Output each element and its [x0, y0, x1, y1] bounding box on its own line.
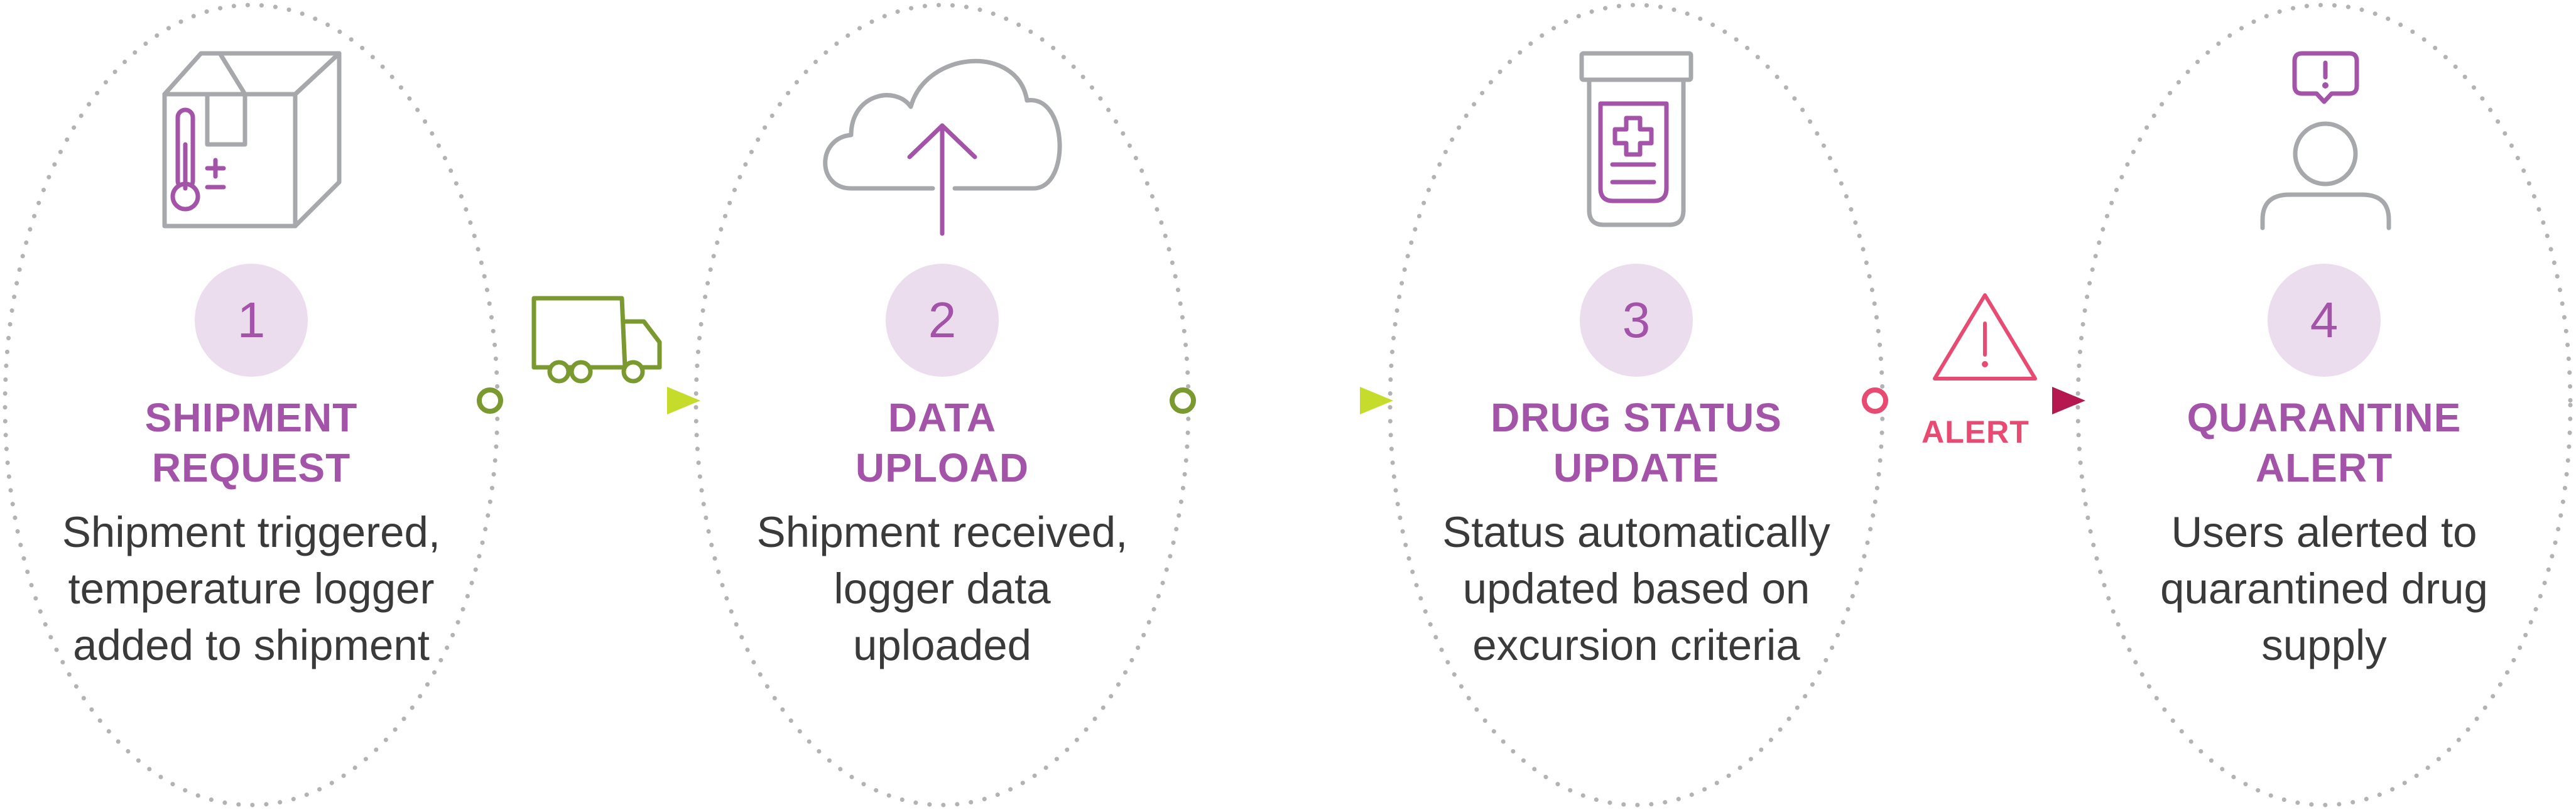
step-quarantine-alert: 4 QUARANTINE ALERT Users alerted to quar… — [2073, 0, 2575, 810]
arrow-alert — [1862, 387, 2085, 414]
delivery-truck-icon — [531, 296, 662, 384]
step-description-line: logger data — [834, 564, 1051, 613]
connector-graphic — [1170, 387, 1393, 414]
step-description-line: added to shipment — [73, 621, 430, 669]
step-title: SHIPMENT REQUEST — [25, 392, 477, 493]
step-drug-status-update: 3 DRUG STATUS UPDATE Status automaticall… — [1385, 0, 1888, 810]
connector-status-to-quarantine: ALERT — [1856, 276, 2095, 450]
step-number: 4 — [2268, 264, 2381, 377]
step-title-line: QUARANTINE — [2187, 395, 2462, 440]
connector-graphic — [1862, 293, 2085, 414]
arrow-green — [1170, 387, 1393, 414]
user-alert-icon — [2260, 51, 2391, 230]
step-title-line: ALERT — [2255, 445, 2393, 490]
step-title-line: SHIPMENT — [144, 395, 358, 440]
step-title-line: REQUEST — [151, 445, 351, 490]
step-title-line: DRUG STATUS — [1491, 395, 1782, 440]
step-description-line: updated based on — [1462, 564, 1810, 613]
step-description: Users alerted to quarantined drug supply — [2085, 504, 2563, 674]
cloud-upload-icon — [823, 58, 1062, 236]
step-description-line: Shipment received, — [756, 508, 1128, 556]
arrow-green — [477, 387, 700, 414]
step-description-line: Shipment triggered, — [62, 508, 441, 556]
step-description: Status automatically updated based on ex… — [1398, 504, 1875, 674]
box-thermometer-icon — [162, 51, 342, 229]
warning-triangle-icon — [1933, 293, 2037, 381]
step-number: 2 — [886, 264, 999, 377]
step-title: QUARANTINE ALERT — [2098, 392, 2550, 493]
step-title: DATA UPLOAD — [716, 392, 1168, 493]
step-description: Shipment triggered, temperature logger a… — [13, 504, 490, 674]
step-title-line: UPLOAD — [855, 445, 1030, 490]
step-description-line: uploaded — [853, 621, 1031, 669]
step-number: 3 — [1580, 264, 1693, 377]
step-description-line: Status automatically — [1442, 508, 1830, 556]
step-description-line: quarantined drug — [2160, 564, 2488, 613]
connector-shipment-to-upload — [471, 276, 710, 446]
step-description-line: Users alerted to — [2171, 508, 2477, 556]
connector-graphic — [477, 296, 700, 414]
step-shipment-request: 1 SHIPMENT REQUEST Shipment triggered, t… — [0, 0, 503, 810]
step-title: DRUG STATUS UPDATE — [1410, 392, 1862, 493]
step-title-line: DATA — [888, 395, 997, 440]
step-description: Shipment received, logger data uploaded — [704, 504, 1181, 674]
step-outline — [2075, 3, 2573, 807]
connector-upload-to-status — [1164, 276, 1403, 446]
step-data-upload: 2 DATA UPLOAD Shipment received, logger … — [691, 0, 1193, 810]
alert-label: ALERT — [1921, 414, 2030, 450]
step-number: 1 — [195, 264, 308, 377]
step-description-line: supply — [2261, 621, 2387, 669]
step-description-line: excursion criteria — [1472, 621, 1800, 669]
step-description-line: temperature logger — [68, 564, 435, 613]
step-title-line: UPDATE — [1553, 445, 1720, 490]
medicine-bottle-icon — [1579, 51, 1693, 227]
